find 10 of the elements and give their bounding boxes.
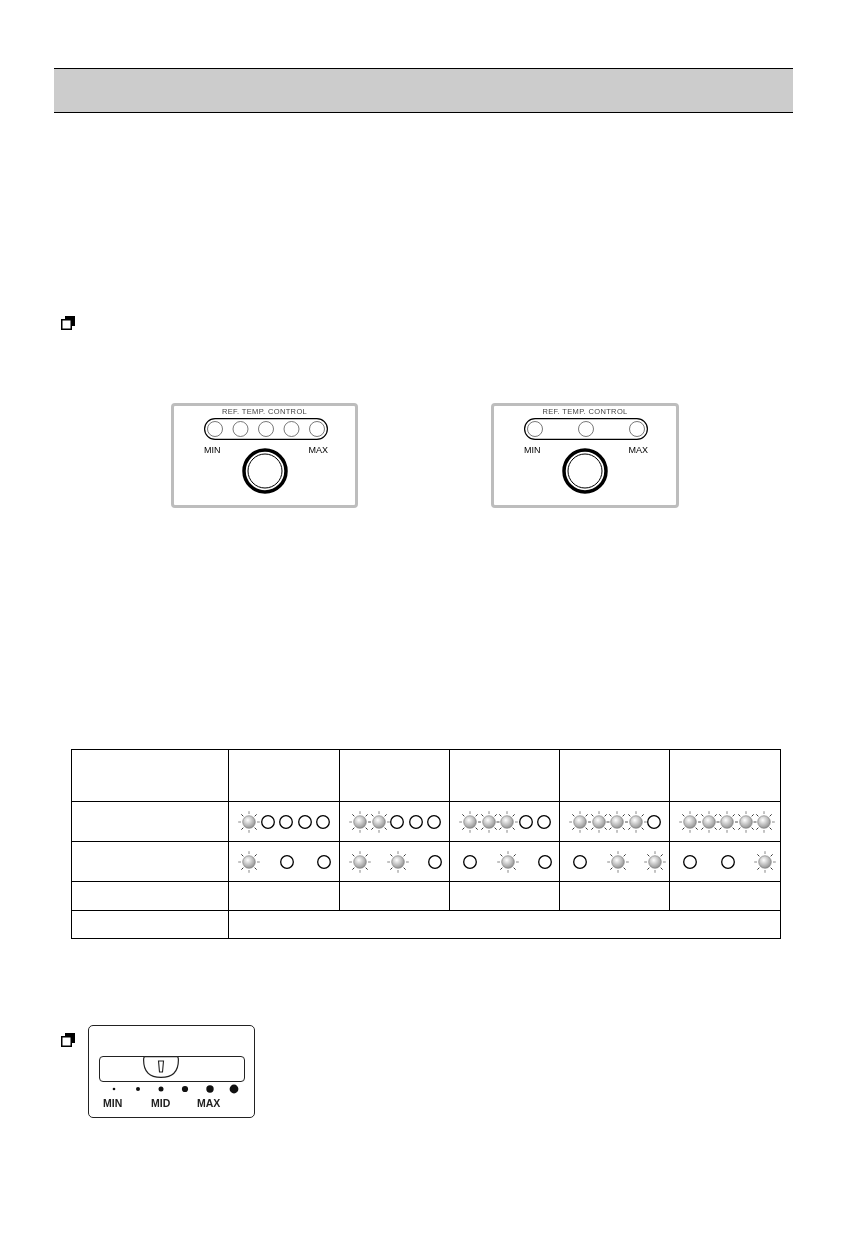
scale-label: MID [151, 1098, 171, 1109]
scale-label: MIN [103, 1098, 123, 1109]
scale-label: MAX [308, 446, 328, 455]
scale-label: MAX [628, 446, 648, 455]
scale-label: MIN [204, 446, 221, 455]
scale-label: MIN [524, 446, 541, 455]
control-panel [491, 403, 679, 508]
control-panel [171, 403, 358, 508]
scale-label: MAX [197, 1098, 221, 1109]
slider-panel [88, 1025, 255, 1118]
